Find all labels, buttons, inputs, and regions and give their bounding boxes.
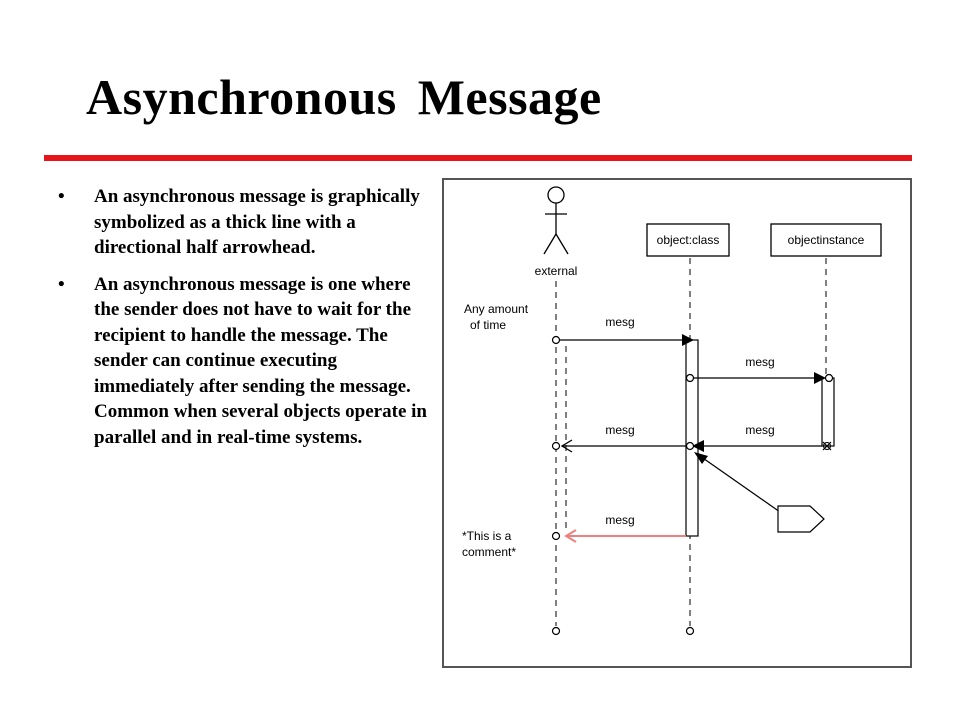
message-2: mesg <box>685 355 834 384</box>
message-3-label: mesg <box>745 423 774 437</box>
object-class-label: object:class <box>657 233 720 247</box>
comment-note-line2: comment* <box>462 545 516 559</box>
object-instance-box <box>770 223 882 257</box>
comment-pointer <box>694 452 825 533</box>
bullet-item: • An asynchronous message is graphically… <box>58 184 438 261</box>
bullet-text: An asynchronous message is one where the… <box>94 273 427 448</box>
sequence-diagram: external object:class objectinstance Any… <box>442 178 912 668</box>
object-instance-label: objectinstance <box>788 233 865 247</box>
title-rule <box>44 155 912 161</box>
comment-note-line1: *This is a <box>462 529 512 543</box>
message-1: mesg <box>551 315 694 346</box>
message-5-label: mesg <box>605 513 634 527</box>
message-4-label: mesg <box>605 423 634 437</box>
actor-icon <box>543 186 569 255</box>
message-1-label: mesg <box>605 315 634 329</box>
time-note-line2: of time <box>470 318 506 332</box>
lifeline-end-marker <box>551 626 561 636</box>
message-4: mesg <box>551 423 695 453</box>
time-note-line1: Any amount <box>464 302 529 316</box>
message-5: mesg <box>551 513 686 543</box>
activation-bar-object-instance <box>821 377 835 447</box>
bullet-list: • An asynchronous message is graphically… <box>58 184 438 461</box>
bullet-marker: • <box>58 186 65 207</box>
comment-pentagon <box>777 505 825 533</box>
slide-title: Asynchronous Message <box>86 69 602 125</box>
bullet-marker: • <box>58 273 65 295</box>
bullet-item: • An asynchronous message is one where t… <box>58 272 438 451</box>
bullet-text: An asynchronous message is graphically s… <box>94 186 420 258</box>
actor-label: external <box>535 264 578 278</box>
activation-bar-object-class <box>685 339 699 537</box>
message-3: mesg <box>692 423 832 452</box>
lifeline-end-marker <box>685 626 695 636</box>
object-class-box <box>646 223 730 257</box>
message-2-label: mesg <box>745 355 774 369</box>
